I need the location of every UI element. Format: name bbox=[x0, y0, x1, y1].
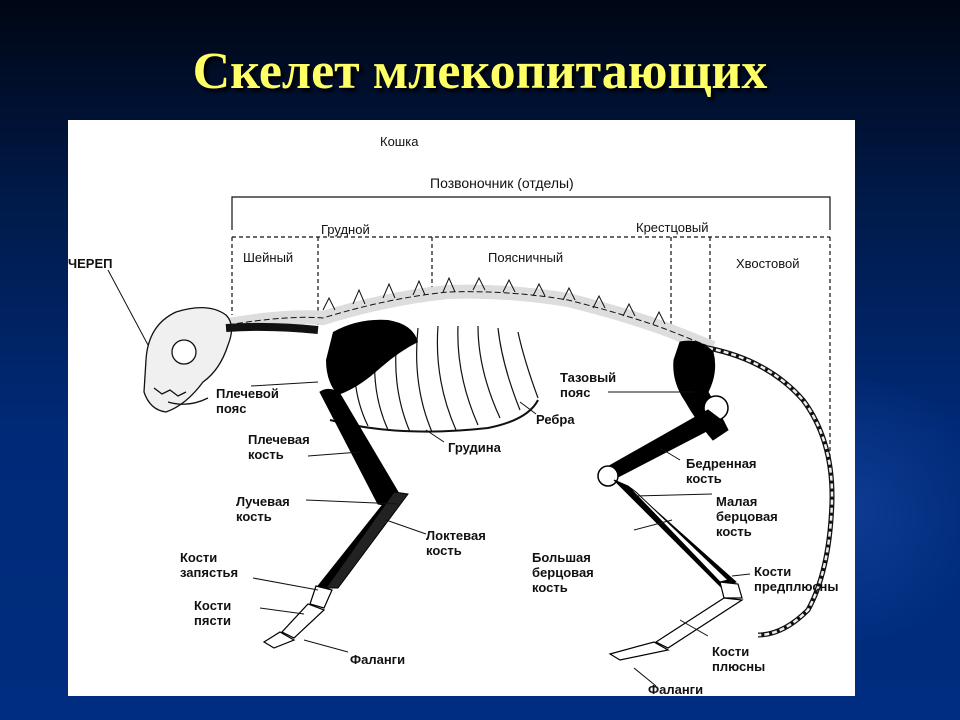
skull-label: ЧЕРЕП bbox=[68, 256, 113, 271]
skeleton-diagram: Кошка Позвоночник (отделы) Грудной Крест… bbox=[68, 120, 855, 696]
front-leg bbox=[262, 388, 409, 649]
leader-lines bbox=[107, 269, 751, 687]
neck bbox=[225, 322, 319, 334]
hind-phalanges-label: Фаланги bbox=[648, 682, 704, 696]
caudal-label: Хвостовой bbox=[736, 256, 800, 271]
spine-header-label: Позвоночник (отделы) bbox=[430, 175, 574, 191]
front-phalanges-label: Фаланги bbox=[350, 652, 406, 667]
skeleton-drawing bbox=[107, 196, 835, 687]
sternum-label: Грудина bbox=[448, 440, 501, 455]
hind-leg bbox=[597, 340, 744, 661]
scapula bbox=[326, 319, 418, 395]
sacral-label: Крестцовый bbox=[636, 220, 709, 235]
lumbar-label: Поясничный bbox=[488, 250, 564, 265]
skull bbox=[143, 307, 233, 413]
cervical-label: Шейный bbox=[243, 250, 294, 265]
ribs-label: Ребра bbox=[536, 412, 575, 427]
slide-title: Скелет млекопитающих bbox=[192, 43, 768, 100]
spine-brackets bbox=[231, 196, 831, 482]
spine bbox=[226, 276, 716, 355]
thoracic-label: Грудной bbox=[321, 222, 370, 237]
animal-label: Кошка bbox=[380, 134, 419, 149]
